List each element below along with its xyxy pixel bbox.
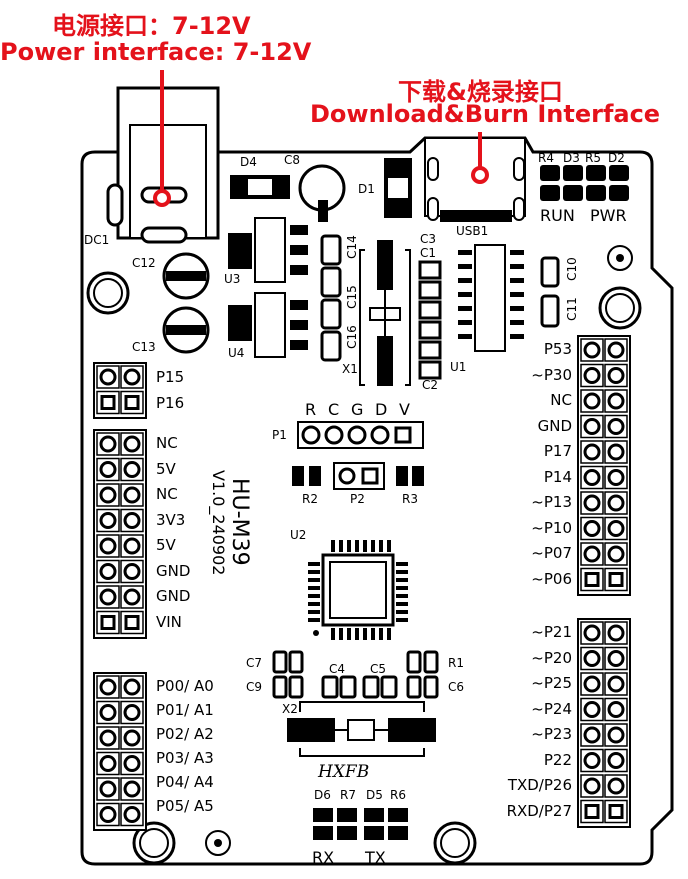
pin-label: TXD/P26	[507, 776, 572, 794]
p1-pin-r: R	[305, 400, 317, 419]
pin-label: ~P10	[531, 518, 572, 537]
pin-label: P01/ A1	[156, 701, 214, 719]
label-c10: C10	[564, 257, 579, 281]
label-c1: C1	[420, 246, 437, 260]
label-c13: C13	[132, 340, 156, 354]
left-power-header	[93, 429, 147, 639]
label-u4: U4	[228, 346, 245, 360]
pin-label: P16	[156, 393, 185, 412]
label-c2: C2	[422, 378, 439, 392]
p1-pin-c: C	[328, 400, 340, 419]
p1-pin-g: G	[351, 400, 364, 419]
label-c16: C16	[344, 325, 359, 349]
pin-label: VIN	[156, 612, 182, 631]
right-bottom-header	[577, 618, 631, 828]
right-top-header	[577, 335, 631, 596]
pin-label: ~P23	[531, 725, 572, 743]
label-c8: C8	[284, 153, 301, 167]
pin-label: NC	[156, 485, 178, 503]
label-r5: R5	[585, 151, 601, 165]
pin-label: 3V3	[156, 510, 186, 529]
label-c14: C14	[344, 235, 359, 259]
label-c12: C12	[132, 256, 156, 270]
download-annotation-en: Download&Burn Interface	[310, 100, 661, 128]
label-r3: R3	[402, 492, 418, 506]
pin-label: 5V	[156, 459, 176, 478]
label-x1: X1	[342, 362, 358, 376]
pin-label: GND	[156, 561, 191, 580]
label-dc1: DC1	[84, 233, 110, 247]
download-annotation-cn: 下载&烧录接口	[398, 78, 563, 106]
label-u1: U1	[450, 360, 467, 374]
pin-label: P02/ A2	[156, 725, 214, 743]
pin-label: ~P07	[531, 544, 572, 562]
power-annotation-en: Power interface: 7-12V	[0, 38, 312, 66]
board-logo: HXFB	[318, 762, 370, 782]
label-u2: U2	[290, 528, 307, 542]
pin-label: P04/ A4	[156, 773, 214, 791]
board-version: V1.0_240902	[209, 470, 228, 576]
pin-label: 5V	[156, 536, 176, 554]
label-tx: TX	[365, 848, 386, 867]
label-c11: C11	[564, 297, 579, 321]
label-c9: C9	[246, 680, 263, 694]
label-c6: C6	[448, 680, 465, 694]
label-d6: D6	[314, 788, 331, 802]
pin-label: P22	[543, 750, 572, 769]
pin-label: NC	[156, 434, 178, 452]
label-d5: D5	[366, 788, 383, 802]
label-r7: R7	[340, 788, 356, 802]
pin-label: ~P24	[531, 699, 572, 718]
label-pwr: PWR	[590, 206, 627, 225]
label-d1: D1	[358, 182, 375, 196]
pin-label: ~P06	[531, 569, 572, 588]
pin-label: P15	[156, 368, 185, 386]
pin-label: NC	[550, 391, 572, 409]
pin-label: ~P20	[531, 648, 572, 667]
label-r6: R6	[390, 788, 406, 802]
label-run: RUN	[540, 206, 575, 225]
label-d2: D2	[608, 151, 625, 165]
pin-label: ~P13	[531, 493, 572, 511]
pin-label: ~P21	[531, 623, 572, 641]
pin-label: P05/ A5	[156, 797, 214, 815]
pin-label: P17	[543, 442, 572, 460]
pin-label: P14	[543, 467, 572, 486]
dc-jack	[106, 86, 220, 244]
pin-label: P03/ A3	[156, 749, 214, 767]
label-p1: P1	[272, 428, 287, 442]
label-x2: X2	[282, 702, 298, 716]
label-c7: C7	[246, 656, 263, 670]
label-c15: C15	[344, 285, 359, 309]
pin-label: RXD/P27	[506, 801, 572, 820]
label-d3: D3	[563, 151, 580, 165]
label-c3: C3	[420, 232, 437, 246]
p1-pin-d: D	[375, 400, 388, 419]
power-annotation-cn: 电源接口：7-12V	[52, 12, 251, 40]
left-top-header	[93, 362, 147, 419]
pin-label: GND	[537, 416, 572, 435]
label-d4: D4	[240, 155, 257, 169]
label-u3: U3	[224, 272, 241, 286]
pin-label: P53	[543, 340, 572, 358]
board-name: HU-M39	[227, 478, 252, 566]
label-p2: P2	[350, 492, 365, 506]
pin-label: ~P25	[531, 674, 572, 692]
label-r4: R4	[538, 151, 554, 165]
left-analog-header	[93, 672, 147, 831]
label-usb1: USB1	[456, 224, 489, 238]
label-c5: C5	[370, 662, 387, 676]
label-c4: C4	[329, 662, 346, 676]
label-rx: RX	[312, 848, 335, 867]
label-r1: R1	[448, 656, 464, 670]
p1-pin-v: V	[399, 400, 410, 419]
pin-label: P00/ A0	[156, 677, 214, 695]
pin-label: ~P30	[531, 365, 572, 384]
label-r2: R2	[302, 492, 318, 506]
pin-label: GND	[156, 587, 191, 605]
